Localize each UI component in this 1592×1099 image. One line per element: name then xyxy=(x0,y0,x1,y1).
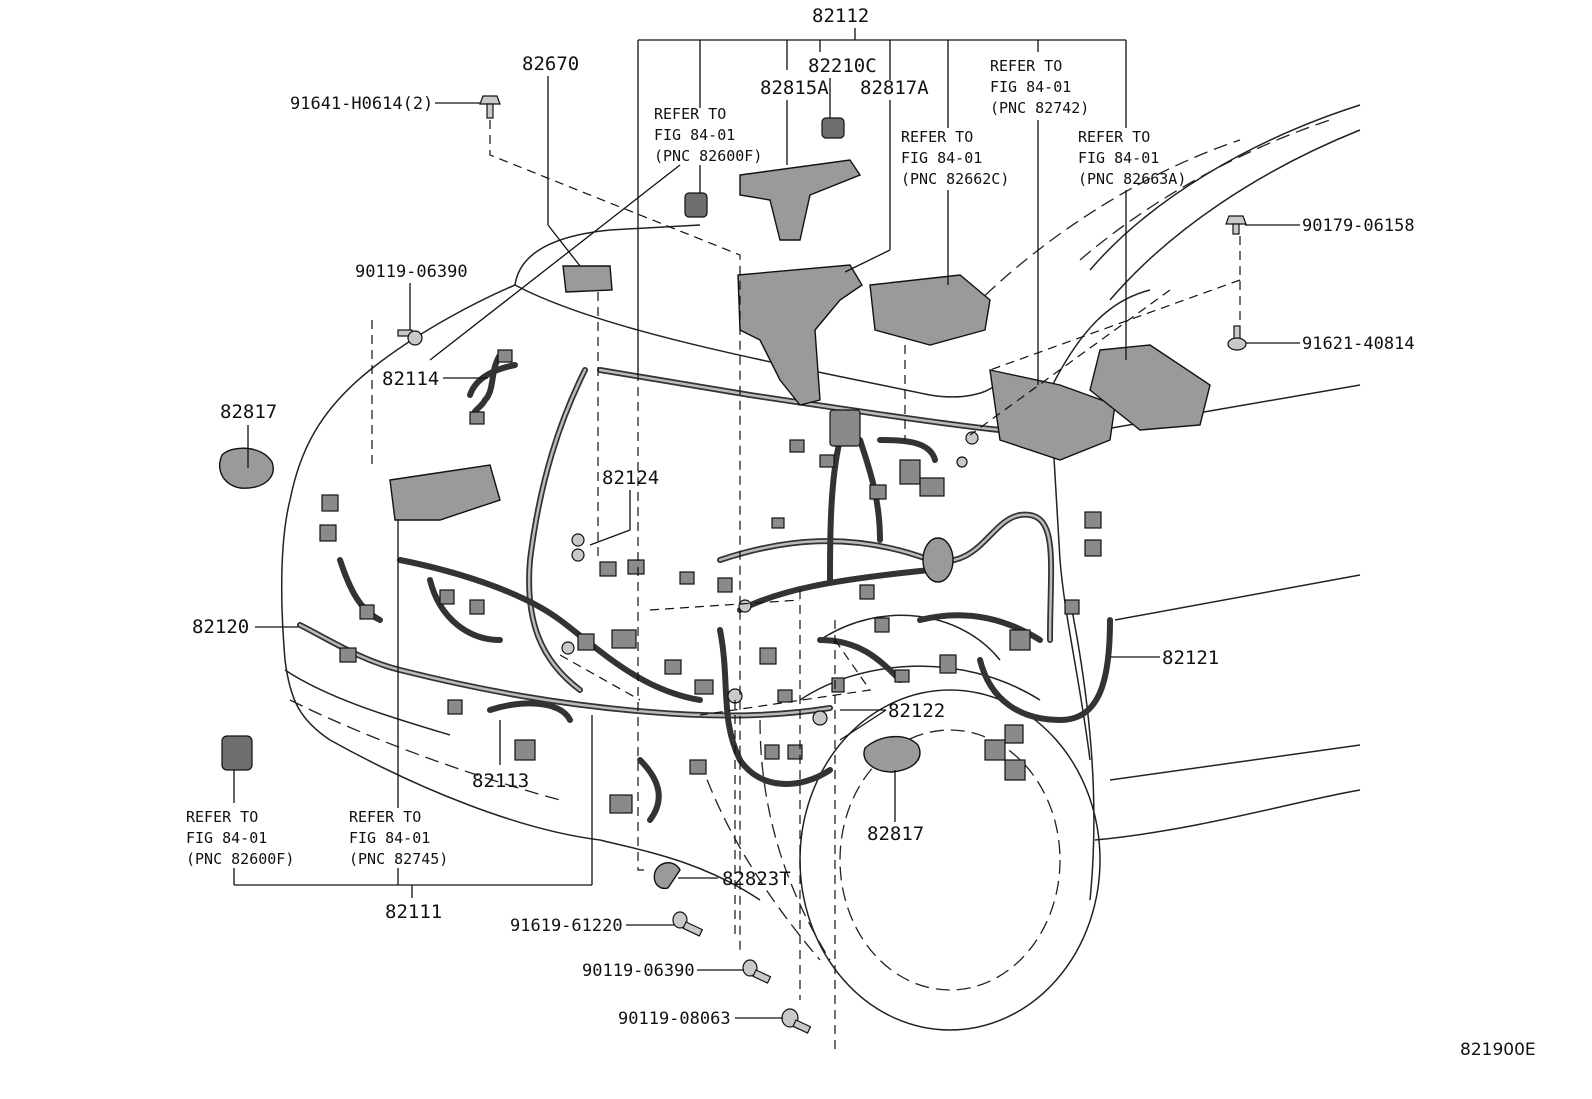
bolt-90119-06390-bottom xyxy=(742,959,772,984)
bolt-91641 xyxy=(479,95,501,119)
bolt-91621 xyxy=(1227,325,1247,351)
fuse-82600f xyxy=(221,735,253,771)
label-82124: 82124 xyxy=(602,467,659,489)
svg-text:FIG 84-01: FIG 84-01 xyxy=(901,149,982,167)
cover-82815a xyxy=(739,159,862,241)
refer-note-82745: REFER TO FIG 84-01 (PNC 82745) xyxy=(349,808,448,868)
module-82662c xyxy=(869,274,991,346)
label-82815a: 82815A xyxy=(760,77,829,99)
bolt-90179 xyxy=(1225,215,1247,235)
bolt-90119-06390-top xyxy=(397,329,423,346)
svg-text:FIG 84-01: FIG 84-01 xyxy=(349,829,430,847)
label-91641-h0614: 91641-H0614(2) xyxy=(290,94,433,114)
label-82817a: 82817A xyxy=(860,77,929,99)
svg-text:FIG 84-01: FIG 84-01 xyxy=(990,78,1071,96)
svg-text:(PNC 82663A): (PNC 82663A) xyxy=(1078,170,1186,188)
svg-text:(PNC 82745): (PNC 82745) xyxy=(349,850,448,868)
refer-note-82662c: REFER TO FIG 84-01 (PNC 82662C) xyxy=(901,128,1009,188)
label-91621-40814: 91621-40814 xyxy=(1302,334,1415,354)
relay-82210c xyxy=(821,117,845,139)
svg-text:REFER TO: REFER TO xyxy=(349,808,421,826)
svg-text:REFER TO: REFER TO xyxy=(990,57,1062,75)
svg-text:(PNC 82742): (PNC 82742) xyxy=(990,99,1089,117)
relay-box-left xyxy=(389,464,501,521)
svg-text:REFER TO: REFER TO xyxy=(1078,128,1150,146)
label-82111: 82111 xyxy=(385,901,442,923)
clamp-82817-top xyxy=(219,447,274,489)
clamp-82817-bottom xyxy=(863,736,921,773)
reference-notes: REFER TO FIG 84-01 (PNC 82600F) REFER TO… xyxy=(186,57,1186,868)
svg-text:REFER TO: REFER TO xyxy=(654,105,726,123)
label-82670: 82670 xyxy=(522,53,579,75)
label-82817-top: 82817 xyxy=(220,401,277,423)
grommet xyxy=(922,537,954,583)
bolt-91619 xyxy=(672,911,704,937)
sub-harness-82114 xyxy=(470,352,503,423)
label-82122: 82122 xyxy=(888,700,945,722)
label-82112: 82112 xyxy=(812,5,869,27)
refer-note-82742: REFER TO FIG 84-01 (PNC 82742) xyxy=(990,57,1089,117)
part-labels: 82112 82670 82210C 82815A 82817A 91641-H… xyxy=(192,5,1536,1060)
label-90179-06158: 90179-06158 xyxy=(1302,216,1415,236)
label-90119-06390-bottom: 90119-06390 xyxy=(582,961,695,981)
terminal-82823t xyxy=(653,862,681,890)
refer-note-82600f-bottom: REFER TO FIG 84-01 (PNC 82600F) xyxy=(186,808,294,868)
refer-note-82600f-top: REFER TO FIG 84-01 (PNC 82600F) xyxy=(654,105,762,165)
connector-82670 xyxy=(562,265,613,293)
leader-lines xyxy=(233,28,1300,1019)
svg-text:REFER TO: REFER TO xyxy=(901,128,973,146)
harness-wires xyxy=(297,362,1113,823)
relay-82600f xyxy=(684,192,708,218)
label-82113: 82113 xyxy=(472,770,529,792)
dashed-install-lines xyxy=(371,120,1241,1050)
label-90119-08063: 90119-08063 xyxy=(618,1009,731,1029)
svg-text:REFER TO: REFER TO xyxy=(186,808,258,826)
module-82663a xyxy=(1089,344,1211,431)
label-82210c: 82210C xyxy=(808,55,877,77)
svg-text:(PNC 82662C): (PNC 82662C) xyxy=(901,170,1009,188)
bolt-90119-08063 xyxy=(781,1008,812,1034)
svg-text:FIG 84-01: FIG 84-01 xyxy=(654,126,735,144)
parts xyxy=(219,95,1247,1034)
label-91619-61220: 91619-61220 xyxy=(510,916,623,936)
label-82817-bottom: 82817 xyxy=(867,823,924,845)
figure-code: 821900E xyxy=(1460,1040,1536,1060)
label-82114: 82114 xyxy=(382,368,439,390)
label-82121: 82121 xyxy=(1162,647,1219,669)
refer-note-82663a: REFER TO FIG 84-01 (PNC 82663A) xyxy=(1078,128,1186,188)
svg-text:(PNC 82600F): (PNC 82600F) xyxy=(186,850,294,868)
svg-text:FIG 84-01: FIG 84-01 xyxy=(186,829,267,847)
svg-text:(PNC 82600F): (PNC 82600F) xyxy=(654,147,762,165)
label-82823t: 82823T xyxy=(722,868,791,890)
label-90119-06390-top: 90119-06390 xyxy=(355,262,468,282)
block-82817a xyxy=(737,264,863,406)
label-82120: 82120 xyxy=(192,616,249,638)
svg-text:FIG 84-01: FIG 84-01 xyxy=(1078,149,1159,167)
module-82742 xyxy=(989,369,1116,461)
